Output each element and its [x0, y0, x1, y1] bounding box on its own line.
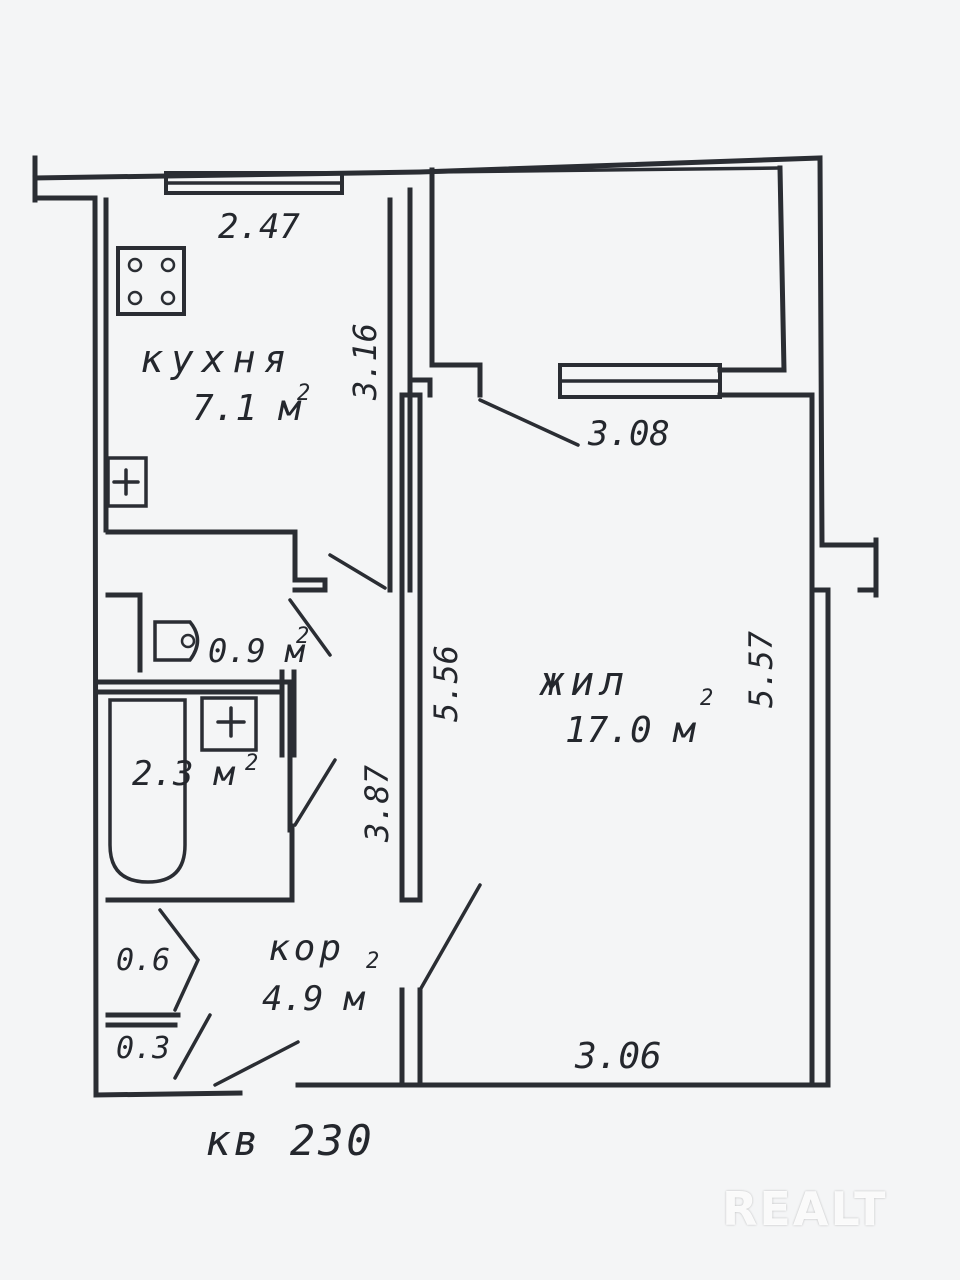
kitchen-name-label: кухня: [140, 337, 294, 381]
inner-walls: [97, 187, 815, 1083]
bathroom-length-label: 3.87: [358, 765, 396, 843]
kitchen-window: [164, 171, 344, 195]
balcony: [429, 165, 787, 399]
living-length-left-label: 5.56: [427, 645, 465, 722]
corridor-name-label: кор: [268, 928, 345, 969]
watermark-logo: REALT: [722, 1182, 888, 1236]
kitchen-area-sup: 2: [297, 381, 310, 406]
toilet-icon: [153, 620, 200, 662]
living-width-top-label: 3.08: [587, 414, 670, 454]
closet-small-label: 0.3: [116, 1031, 170, 1066]
closet-large-label: 0.6: [116, 943, 170, 978]
living-area-sup: 2: [700, 686, 713, 711]
toilet-area-label: 0.9 м: [208, 632, 306, 670]
apartment-label: кв 230: [205, 1116, 375, 1165]
kitchen-area-label: 7.1 м: [192, 388, 302, 429]
kitchen-length-label: 3.16: [346, 323, 384, 401]
washbasin-icon: [200, 696, 258, 752]
stove-icon: [116, 246, 186, 316]
bathroom-area-label: 2.3 м: [132, 754, 236, 794]
bathroom-area-sup: 2: [245, 751, 258, 776]
living-width-bottom-label: 3.06: [574, 1036, 662, 1077]
kitchen-sink-icon: [106, 456, 148, 508]
toilet-area-sup: 2: [296, 624, 309, 649]
living-area-label: 17.0 м: [565, 710, 696, 751]
living-name-label: жил: [539, 659, 630, 705]
kitchen-width-label: 2.47: [218, 207, 300, 247]
labels: 2.47 кухня 7.1 м 2 3.16 0.9 м 2 2.3 м 2 …: [116, 207, 780, 1165]
bathtub-icon: [108, 698, 187, 884]
living-length-right-label: 5.57: [742, 631, 780, 708]
corridor-name-sup: 2: [366, 949, 379, 974]
corridor-area-label: 4.9 м: [262, 979, 366, 1019]
door-swings: [158, 398, 580, 1087]
